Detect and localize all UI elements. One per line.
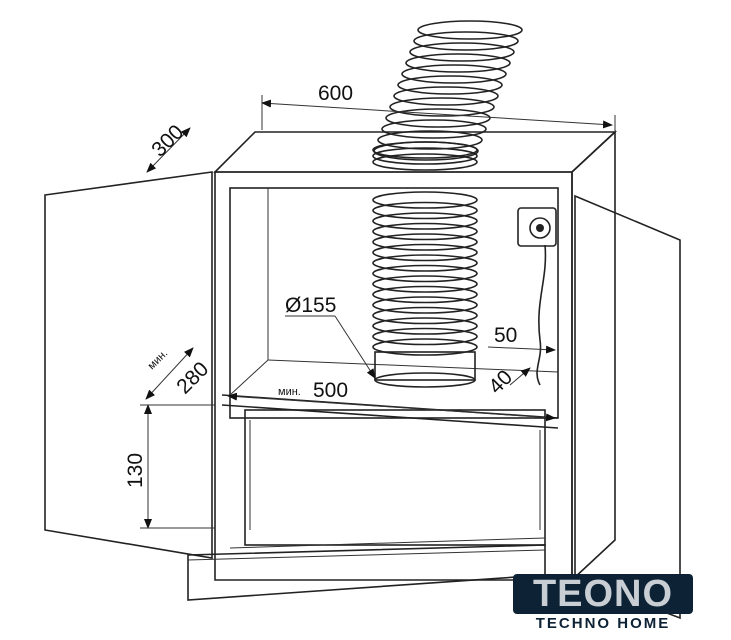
duct-ring	[372, 254, 478, 272]
logo-name: TEONO	[513, 573, 693, 615]
dim-socket-offset: 50	[494, 324, 517, 347]
duct-ring	[417, 20, 523, 40]
duct-ring	[372, 317, 478, 335]
dim-height: 130	[124, 453, 147, 488]
dim-min-width: 500	[313, 379, 348, 402]
duct-ring	[409, 42, 515, 62]
min-label-depth: мин.	[146, 347, 171, 372]
duct-ring	[374, 372, 476, 388]
duct-ring	[372, 191, 478, 209]
duct-ring	[397, 75, 503, 95]
teono-logo: TEONO TECHNO HOME	[513, 573, 693, 632]
duct-ring	[405, 53, 511, 73]
right-door	[574, 194, 681, 620]
duct-ring	[372, 285, 478, 304]
duct-ring	[372, 243, 478, 262]
duct-ring	[389, 97, 495, 117]
dim-gap: 40	[484, 366, 517, 399]
cabinet	[213, 130, 618, 582]
duct-ring	[372, 141, 478, 159]
duct-ring	[372, 338, 478, 356]
left-door	[44, 171, 213, 559]
front-panel	[187, 537, 546, 601]
duct-ring	[377, 130, 483, 150]
duct-ring	[413, 31, 519, 51]
dim-width: 600	[318, 82, 353, 105]
dim-duct-diameter: Ø155	[285, 294, 336, 317]
logo-tagline: TECHNO HOME	[535, 615, 671, 632]
duct-ring	[372, 153, 478, 171]
duct-ring	[372, 147, 478, 165]
duct-ring	[372, 212, 478, 230]
flexible-duct	[372, 20, 523, 388]
min-label-width: мин.	[278, 386, 301, 398]
dim-depth: 300	[147, 120, 188, 161]
duct-ring	[372, 201, 478, 220]
duct-collar	[374, 351, 476, 381]
duct-ring	[372, 306, 478, 325]
duct-ring	[393, 86, 499, 106]
duct-ring	[372, 327, 478, 346]
duct-ring	[381, 119, 487, 139]
duct-ring	[372, 275, 478, 293]
duct-ring	[372, 222, 478, 241]
power-socket-icon	[517, 207, 557, 386]
duct-ring	[372, 233, 478, 251]
duct-ring	[372, 296, 478, 314]
duct-ring	[401, 64, 507, 84]
duct-ring	[372, 264, 478, 283]
